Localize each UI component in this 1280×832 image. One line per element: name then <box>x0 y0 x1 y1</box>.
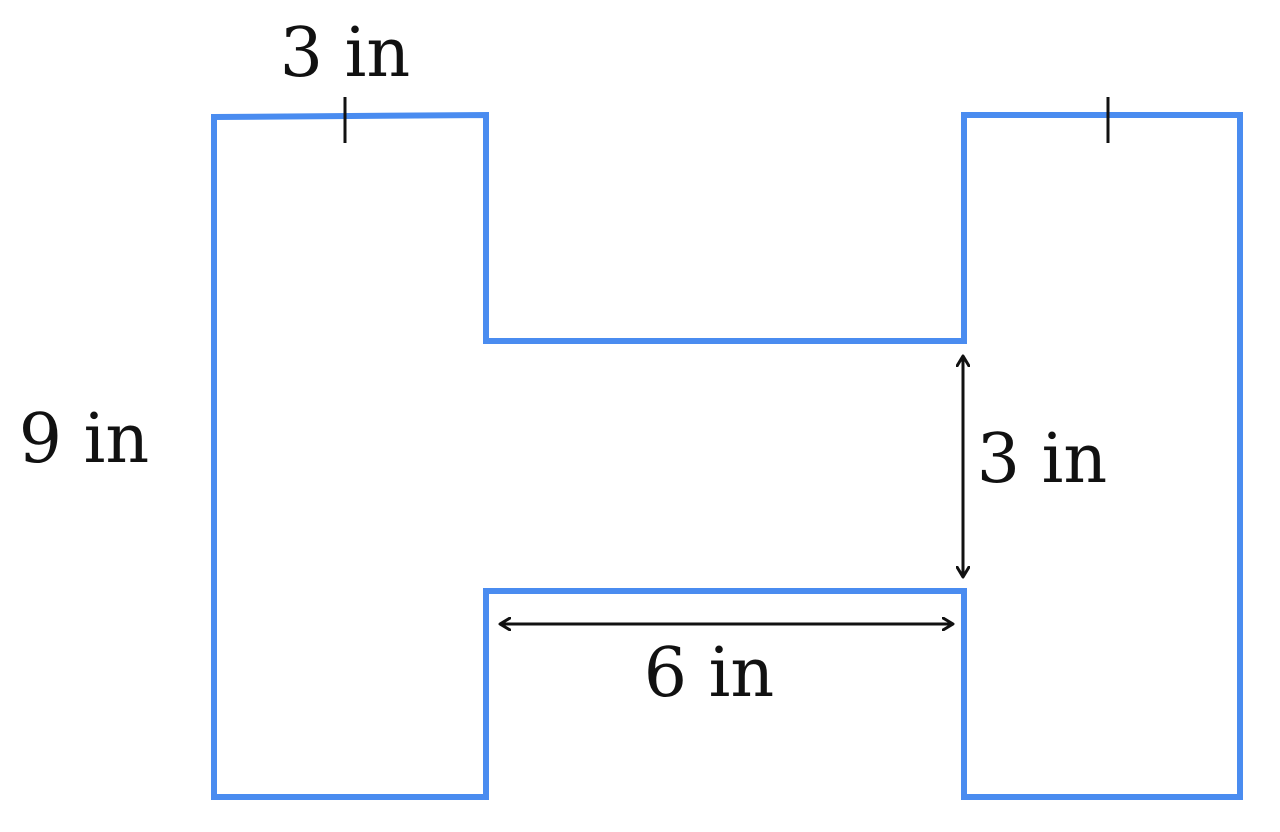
left-height-label: 9 in <box>19 400 149 479</box>
h-shape-outline <box>211 111 1243 800</box>
top-width-label: 3 in <box>280 14 410 93</box>
gap-width-label: 6 in <box>644 634 774 713</box>
gap-height-label: 3 in <box>977 420 1107 499</box>
